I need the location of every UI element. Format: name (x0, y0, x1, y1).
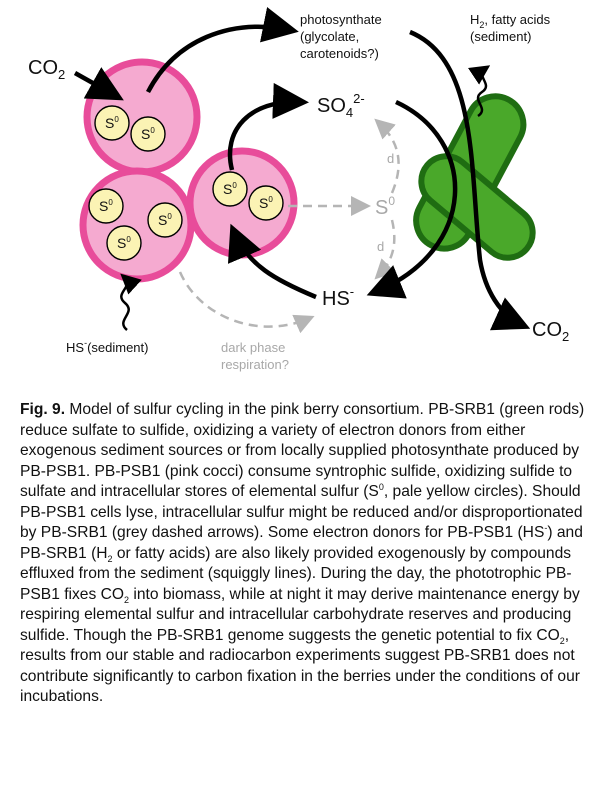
arrow-photosynthate (146, 7, 299, 94)
dashed-arrow-dark-respiration (178, 271, 315, 334)
co2-out-label: CO2 (532, 319, 569, 344)
grey-dashed-arrows (178, 118, 400, 334)
black-arrows (73, 7, 531, 331)
squiggle-h2-sediment (467, 65, 491, 118)
so4-label: SO42- (317, 91, 365, 120)
arrow-co2-in (73, 67, 124, 101)
caption-text: PB-SRB1 (green rods) reduce sulfate to s… (20, 401, 585, 500)
sulfur-granule: S0 (130, 116, 166, 152)
sulfur-granule: S0 (88, 188, 124, 224)
caption-title: Model of sulfur cycling in the pink berr… (69, 401, 424, 418)
svg-text:S0: S0 (117, 235, 131, 251)
h2-fatty-acids-label: H2, fatty acids (470, 12, 551, 30)
caption-text: or fatty acids) are also likely provided… (20, 544, 572, 603)
co2-in-label: CO2 (28, 57, 65, 82)
caption-sub: 2 (559, 635, 565, 646)
sulfur-cycle-diagram: S0 S0 S0 S0 S0 S0 S0 (28, 7, 569, 372)
dark-phase-label: dark phase respiration? (221, 340, 289, 372)
sulfur-granule: S0 (212, 171, 248, 207)
s0-label: S0 (375, 194, 395, 219)
arrow-so4-to-hs (366, 99, 458, 299)
dashed-arrow-s0-to-hs (374, 219, 396, 280)
figure-number: Fig. 9. (20, 401, 66, 418)
svg-text:S0: S0 (259, 195, 273, 211)
squiggly-lines (120, 65, 491, 331)
hs-sediment-label: HS-(sediment) (66, 338, 148, 355)
sulfur-granule: S0 (94, 105, 130, 141)
photosynthate-label: photosynthate (glycolate, carotenoids?) (300, 12, 385, 61)
d-label-upper: d (387, 151, 394, 166)
caption-text: ) and PB-SRB1 (H (20, 524, 583, 562)
sediment-label: (sediment) (470, 29, 531, 44)
caption-sub: 2 (107, 553, 113, 564)
caption-sup: - (544, 522, 548, 533)
arrow-hs-to-so4 (227, 82, 309, 171)
caption-sub: 2 (124, 594, 130, 605)
sulfur-granule: S0 (147, 202, 183, 238)
caption-text: into biomass, while at night it may deri… (20, 585, 580, 644)
arrow-photosynthate-to-co2 (409, 29, 531, 331)
svg-text:S0: S0 (223, 181, 237, 197)
sulfur-granules: S0 S0 S0 S0 S0 S0 S0 (88, 105, 284, 261)
d-label-lower: d (377, 239, 384, 254)
caption-text: , results from our stable and radiocarbo… (20, 626, 580, 706)
caption-sup: 0 (378, 481, 384, 492)
svg-text:S0: S0 (141, 126, 155, 142)
sulfur-granule: S0 (248, 185, 284, 221)
arrow-hs-to-coccus (227, 223, 317, 300)
svg-text:S0: S0 (158, 212, 172, 228)
svg-text:S0: S0 (105, 115, 119, 131)
hs-label: HS- (322, 284, 354, 310)
svg-text:S0: S0 (99, 198, 113, 214)
sulfur-granule: S0 (106, 225, 142, 261)
caption-text: , pale yellow circles). Should PB-PSB1 c… (20, 483, 583, 541)
figure-caption: Fig. 9. Model of sulfur cycling in the p… (20, 400, 595, 708)
squiggle-hs-sediment (120, 273, 142, 331)
